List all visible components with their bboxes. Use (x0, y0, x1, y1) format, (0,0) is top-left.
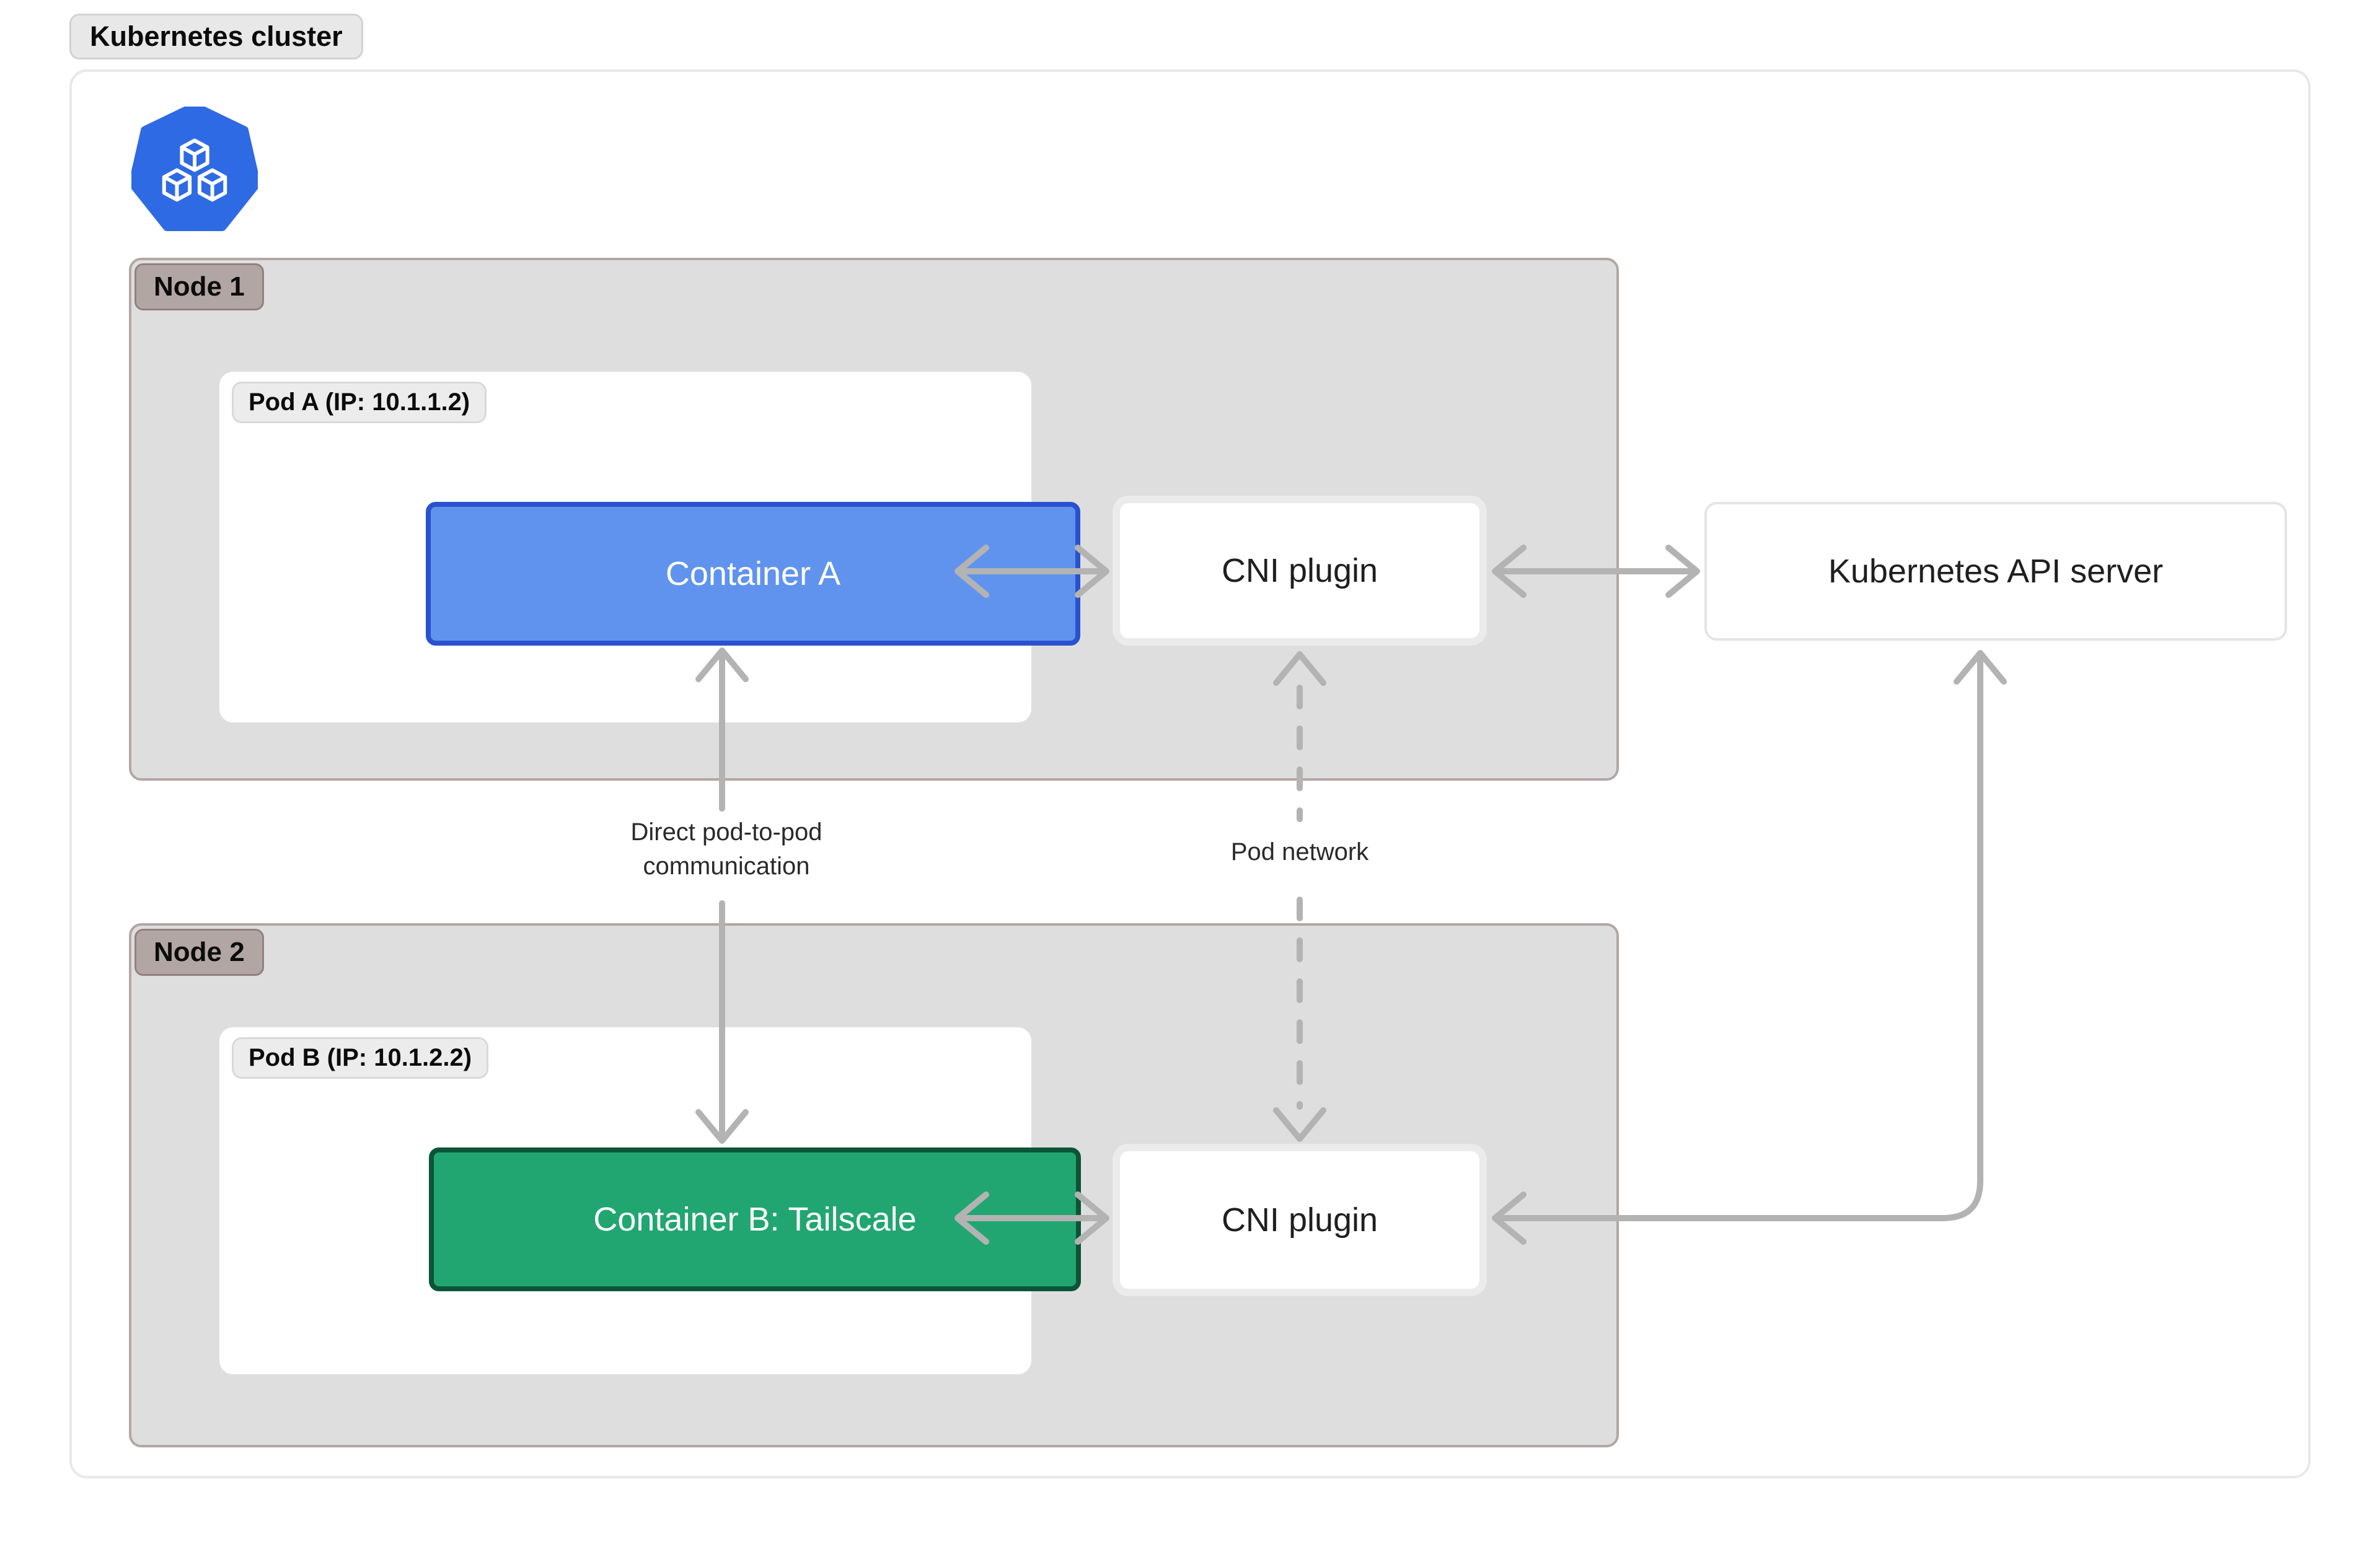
pod-a-label: Pod A (IP: 10.1.1.2) (249, 388, 470, 416)
cni-plugin-2-box: CNI plugin (1113, 1144, 1487, 1296)
container-a-label: Container A (665, 555, 841, 592)
pod-a-badge: Pod A (IP: 10.1.1.2) (232, 382, 487, 423)
pod-b-label: Pod B (IP: 10.1.2.2) (249, 1044, 472, 1071)
node-2-label: Node 2 (154, 937, 245, 967)
node-1-box: Node 1 Pod A (IP: 10.1.1.2) Container A (129, 258, 1619, 781)
container-b-box: Container B: Tailscale (429, 1147, 1081, 1291)
api-server-label: Kubernetes API server (1828, 553, 2164, 590)
pod-b-badge: Pod B (IP: 10.1.2.2) (232, 1037, 489, 1079)
cluster-label: Kubernetes cluster (90, 20, 343, 52)
api-server-box: Kubernetes API server (1704, 502, 2287, 641)
node-1-badge: Node 1 (134, 263, 264, 310)
pod-b-box: Pod B (IP: 10.1.2.2) Container B: Tailsc… (219, 1027, 1081, 1374)
pod-network-label: Pod network (1196, 835, 1403, 870)
cluster-label-badge: Kubernetes cluster (69, 14, 363, 59)
cni-plugin-1-box: CNI plugin (1113, 496, 1487, 646)
kubernetes-logo-icon (131, 107, 258, 232)
container-b-label: Container B: Tailscale (593, 1201, 917, 1238)
cni-plugin-2-label: CNI plugin (1221, 1201, 1378, 1239)
cni-plugin-1-label: CNI plugin (1221, 552, 1378, 589)
node-2-badge: Node 2 (134, 929, 264, 976)
logo-cubes-icon (162, 138, 227, 202)
container-a-box: Container A (426, 502, 1080, 646)
pod-to-pod-label: Direct pod-to-pod communication (596, 815, 857, 884)
pod-a-box: Pod A (IP: 10.1.1.2) Container A (219, 372, 1080, 722)
node-1-label: Node 1 (154, 271, 245, 302)
